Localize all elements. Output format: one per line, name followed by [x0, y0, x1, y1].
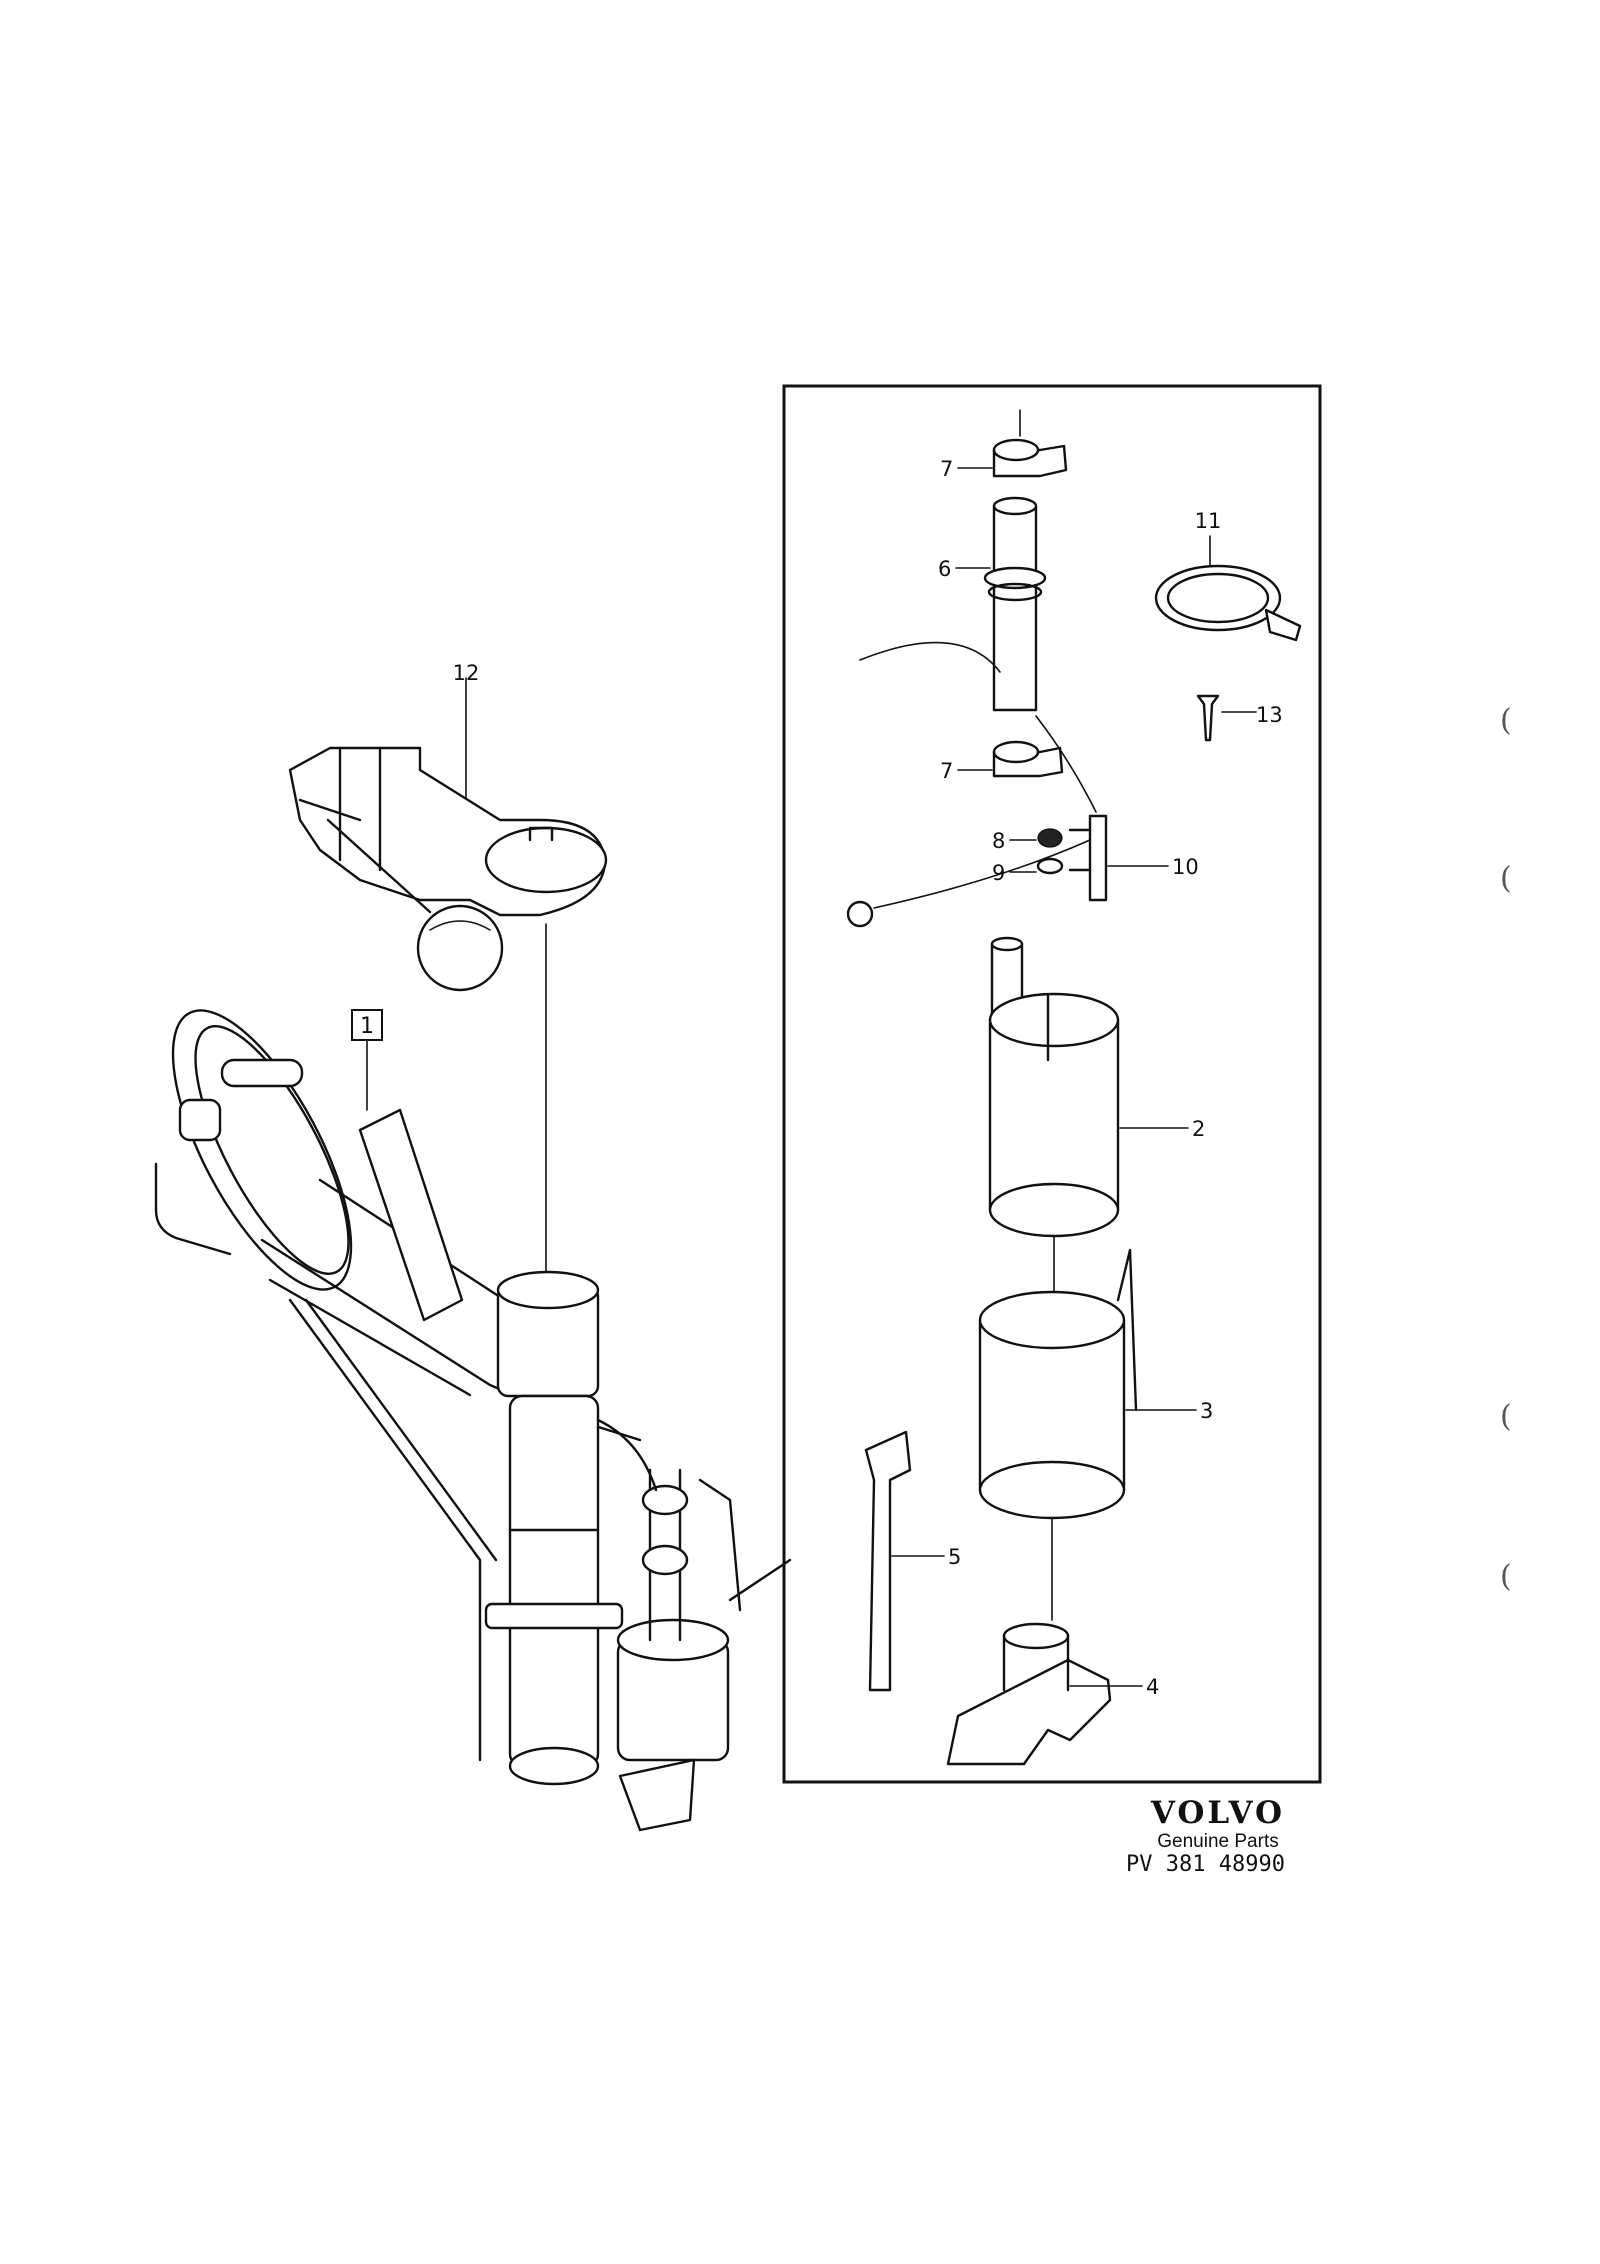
- callout-6: 6: [938, 557, 951, 581]
- margin-marks: ( ( ( (: [1500, 703, 1512, 1594]
- pump-assembly-part-1: [154, 1009, 792, 1832]
- margin-mark-2: (: [1500, 861, 1512, 896]
- callout-1: 1: [351, 1009, 383, 1111]
- volvo-logo: VOLVO: [1150, 1795, 1286, 1831]
- callout-12: 12: [453, 661, 480, 685]
- callout-1-label: 1: [360, 1014, 374, 1039]
- callout-2: 2: [1192, 1117, 1205, 1141]
- part-code: PV 381 48990: [1126, 1852, 1285, 1877]
- callout-7-top: 7: [940, 457, 953, 481]
- callout-9: 9: [992, 861, 1005, 885]
- callout-7-lower: 7: [940, 759, 953, 783]
- detail-callouts: 7 6 11 13 7 8 9 10 2 3 5 4: [891, 457, 1283, 1699]
- genuine-parts-tagline: Genuine Parts: [1157, 1831, 1279, 1852]
- detail-frame: [782, 384, 1322, 1784]
- callout-11: 11: [1195, 509, 1222, 533]
- callout-4: 4: [1146, 1675, 1159, 1699]
- callout-13: 13: [1256, 703, 1283, 727]
- margin-mark-3: (: [1500, 1399, 1512, 1434]
- margin-mark-1: (: [1500, 703, 1512, 738]
- callout-8: 8: [992, 829, 1005, 853]
- callout-3: 3: [1200, 1399, 1213, 1423]
- detail-exploded-parts: [846, 409, 1302, 1766]
- volvo-branding: VOLVO Genuine Parts: [1118, 1796, 1318, 1854]
- callout-10: 10: [1172, 855, 1199, 879]
- callout-5: 5: [948, 1545, 961, 1569]
- margin-mark-4: (: [1500, 1559, 1512, 1594]
- sender-unit-part-12: [288, 746, 608, 992]
